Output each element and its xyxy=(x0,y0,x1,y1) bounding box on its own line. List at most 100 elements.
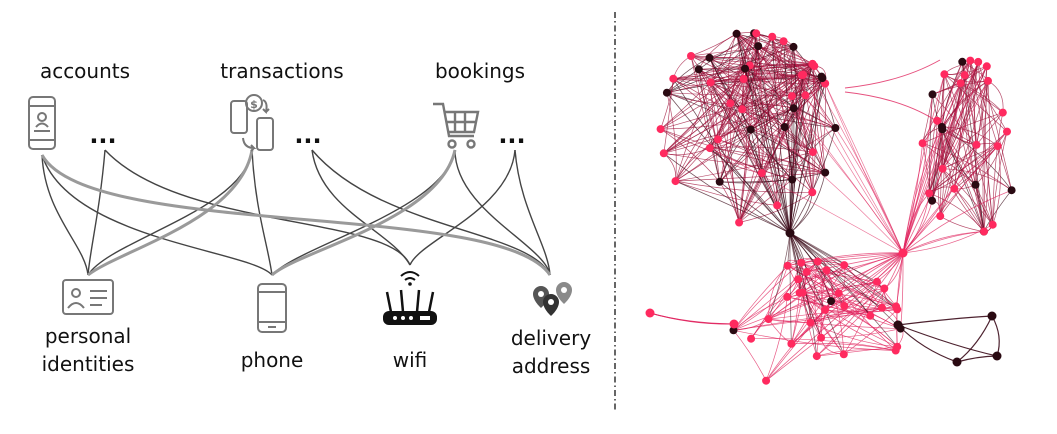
graph-edge xyxy=(751,338,896,351)
graph-edge xyxy=(738,151,814,223)
graph-edge xyxy=(806,252,904,273)
ellipsis-accounts: ... xyxy=(89,121,116,149)
graph-node xyxy=(839,350,848,359)
graph-node xyxy=(662,88,671,97)
graph-edge xyxy=(789,74,804,234)
graph-node xyxy=(998,108,1007,117)
graph-edge xyxy=(789,232,898,347)
graph-node xyxy=(960,71,969,80)
graph-edge xyxy=(962,61,1008,132)
graph-edge xyxy=(663,129,751,154)
graph-edge xyxy=(789,46,797,234)
graph-node xyxy=(732,29,741,38)
graph-edge xyxy=(953,80,989,189)
graph-edge xyxy=(730,33,757,104)
graph-edge xyxy=(897,324,958,363)
graph-edge xyxy=(738,108,794,223)
graph-edge xyxy=(975,131,1008,186)
graph-edge xyxy=(789,232,826,311)
graph-node xyxy=(808,188,817,197)
graph-edge xyxy=(744,68,791,234)
graph-edge xyxy=(991,315,1000,357)
graph-node xyxy=(687,52,695,60)
graph-edge xyxy=(719,172,826,184)
graph-node xyxy=(713,135,722,144)
graph-node xyxy=(794,275,803,284)
graph-node xyxy=(988,220,997,229)
graph-edge xyxy=(816,349,896,357)
graph-node xyxy=(834,289,843,298)
graph-edge xyxy=(825,307,883,314)
graph-node xyxy=(808,148,817,157)
graph-edge xyxy=(660,107,794,130)
graph-edge xyxy=(733,279,799,331)
graph-node xyxy=(987,311,997,321)
graph-edge xyxy=(941,126,1012,191)
ellipsis-bookings: ... xyxy=(498,121,525,149)
graph-edge xyxy=(730,65,815,104)
graph-edge xyxy=(942,168,1012,191)
graph-edge xyxy=(741,109,904,254)
graph-node xyxy=(705,144,714,153)
graph-node xyxy=(866,311,875,320)
graph-node xyxy=(980,227,988,236)
graph-edge xyxy=(719,181,791,234)
graph-edge xyxy=(660,77,823,130)
graph-edge xyxy=(942,168,993,225)
graph-edge xyxy=(709,147,904,254)
graph-edge xyxy=(953,75,966,189)
graph-edge xyxy=(729,103,740,223)
id-card-icon xyxy=(62,279,114,315)
graph-edge xyxy=(896,252,904,347)
graph-edge xyxy=(789,232,883,309)
graph-edge xyxy=(869,252,904,316)
graph-edge xyxy=(992,112,1004,225)
graph-edge xyxy=(802,292,898,348)
graph-node xyxy=(936,212,945,221)
graph-edge xyxy=(736,33,791,234)
graph-edge xyxy=(799,252,904,294)
label-transactions: transactions xyxy=(220,59,343,83)
label-accounts: accounts xyxy=(40,59,130,83)
smartphone-account-icon xyxy=(28,96,56,150)
ellipsis-transactions: ... xyxy=(294,121,321,149)
graph-node xyxy=(817,72,826,81)
graph-edge xyxy=(750,129,793,180)
graph-edge xyxy=(902,192,930,254)
graph-edge xyxy=(897,315,993,326)
graph-edge xyxy=(942,168,985,232)
graph-edge xyxy=(756,33,813,65)
graph-node xyxy=(757,169,766,177)
graph-edge xyxy=(789,232,822,338)
graph-node xyxy=(928,90,937,99)
graph-edge xyxy=(902,143,923,254)
graph-edge xyxy=(929,120,938,194)
graph-edge xyxy=(768,252,904,320)
graph-edge xyxy=(736,33,826,173)
label-personal: personal xyxy=(45,324,131,348)
graph-edge xyxy=(698,68,804,76)
graph-node xyxy=(893,305,902,314)
graph-node xyxy=(715,177,724,186)
graph-edge xyxy=(649,312,735,325)
graph-node xyxy=(798,288,807,297)
graph-node xyxy=(938,125,947,134)
graph-node xyxy=(893,320,903,330)
transaction-phones-icon: $ xyxy=(230,94,274,152)
graph-node xyxy=(878,303,886,312)
graph-edge xyxy=(942,168,985,232)
graph-edge xyxy=(789,63,813,234)
graph-edge xyxy=(660,128,826,173)
graph-edge xyxy=(709,147,791,234)
graph-node xyxy=(787,339,796,348)
graph-node xyxy=(993,142,1002,151)
graph-edge xyxy=(944,74,985,232)
graph-node xyxy=(735,218,744,227)
graph-node xyxy=(729,319,739,329)
graph-edge xyxy=(929,112,1004,194)
graph-node xyxy=(706,78,715,87)
graph-edge xyxy=(698,33,737,70)
graph-node xyxy=(789,42,798,51)
graph-edge xyxy=(660,82,711,130)
